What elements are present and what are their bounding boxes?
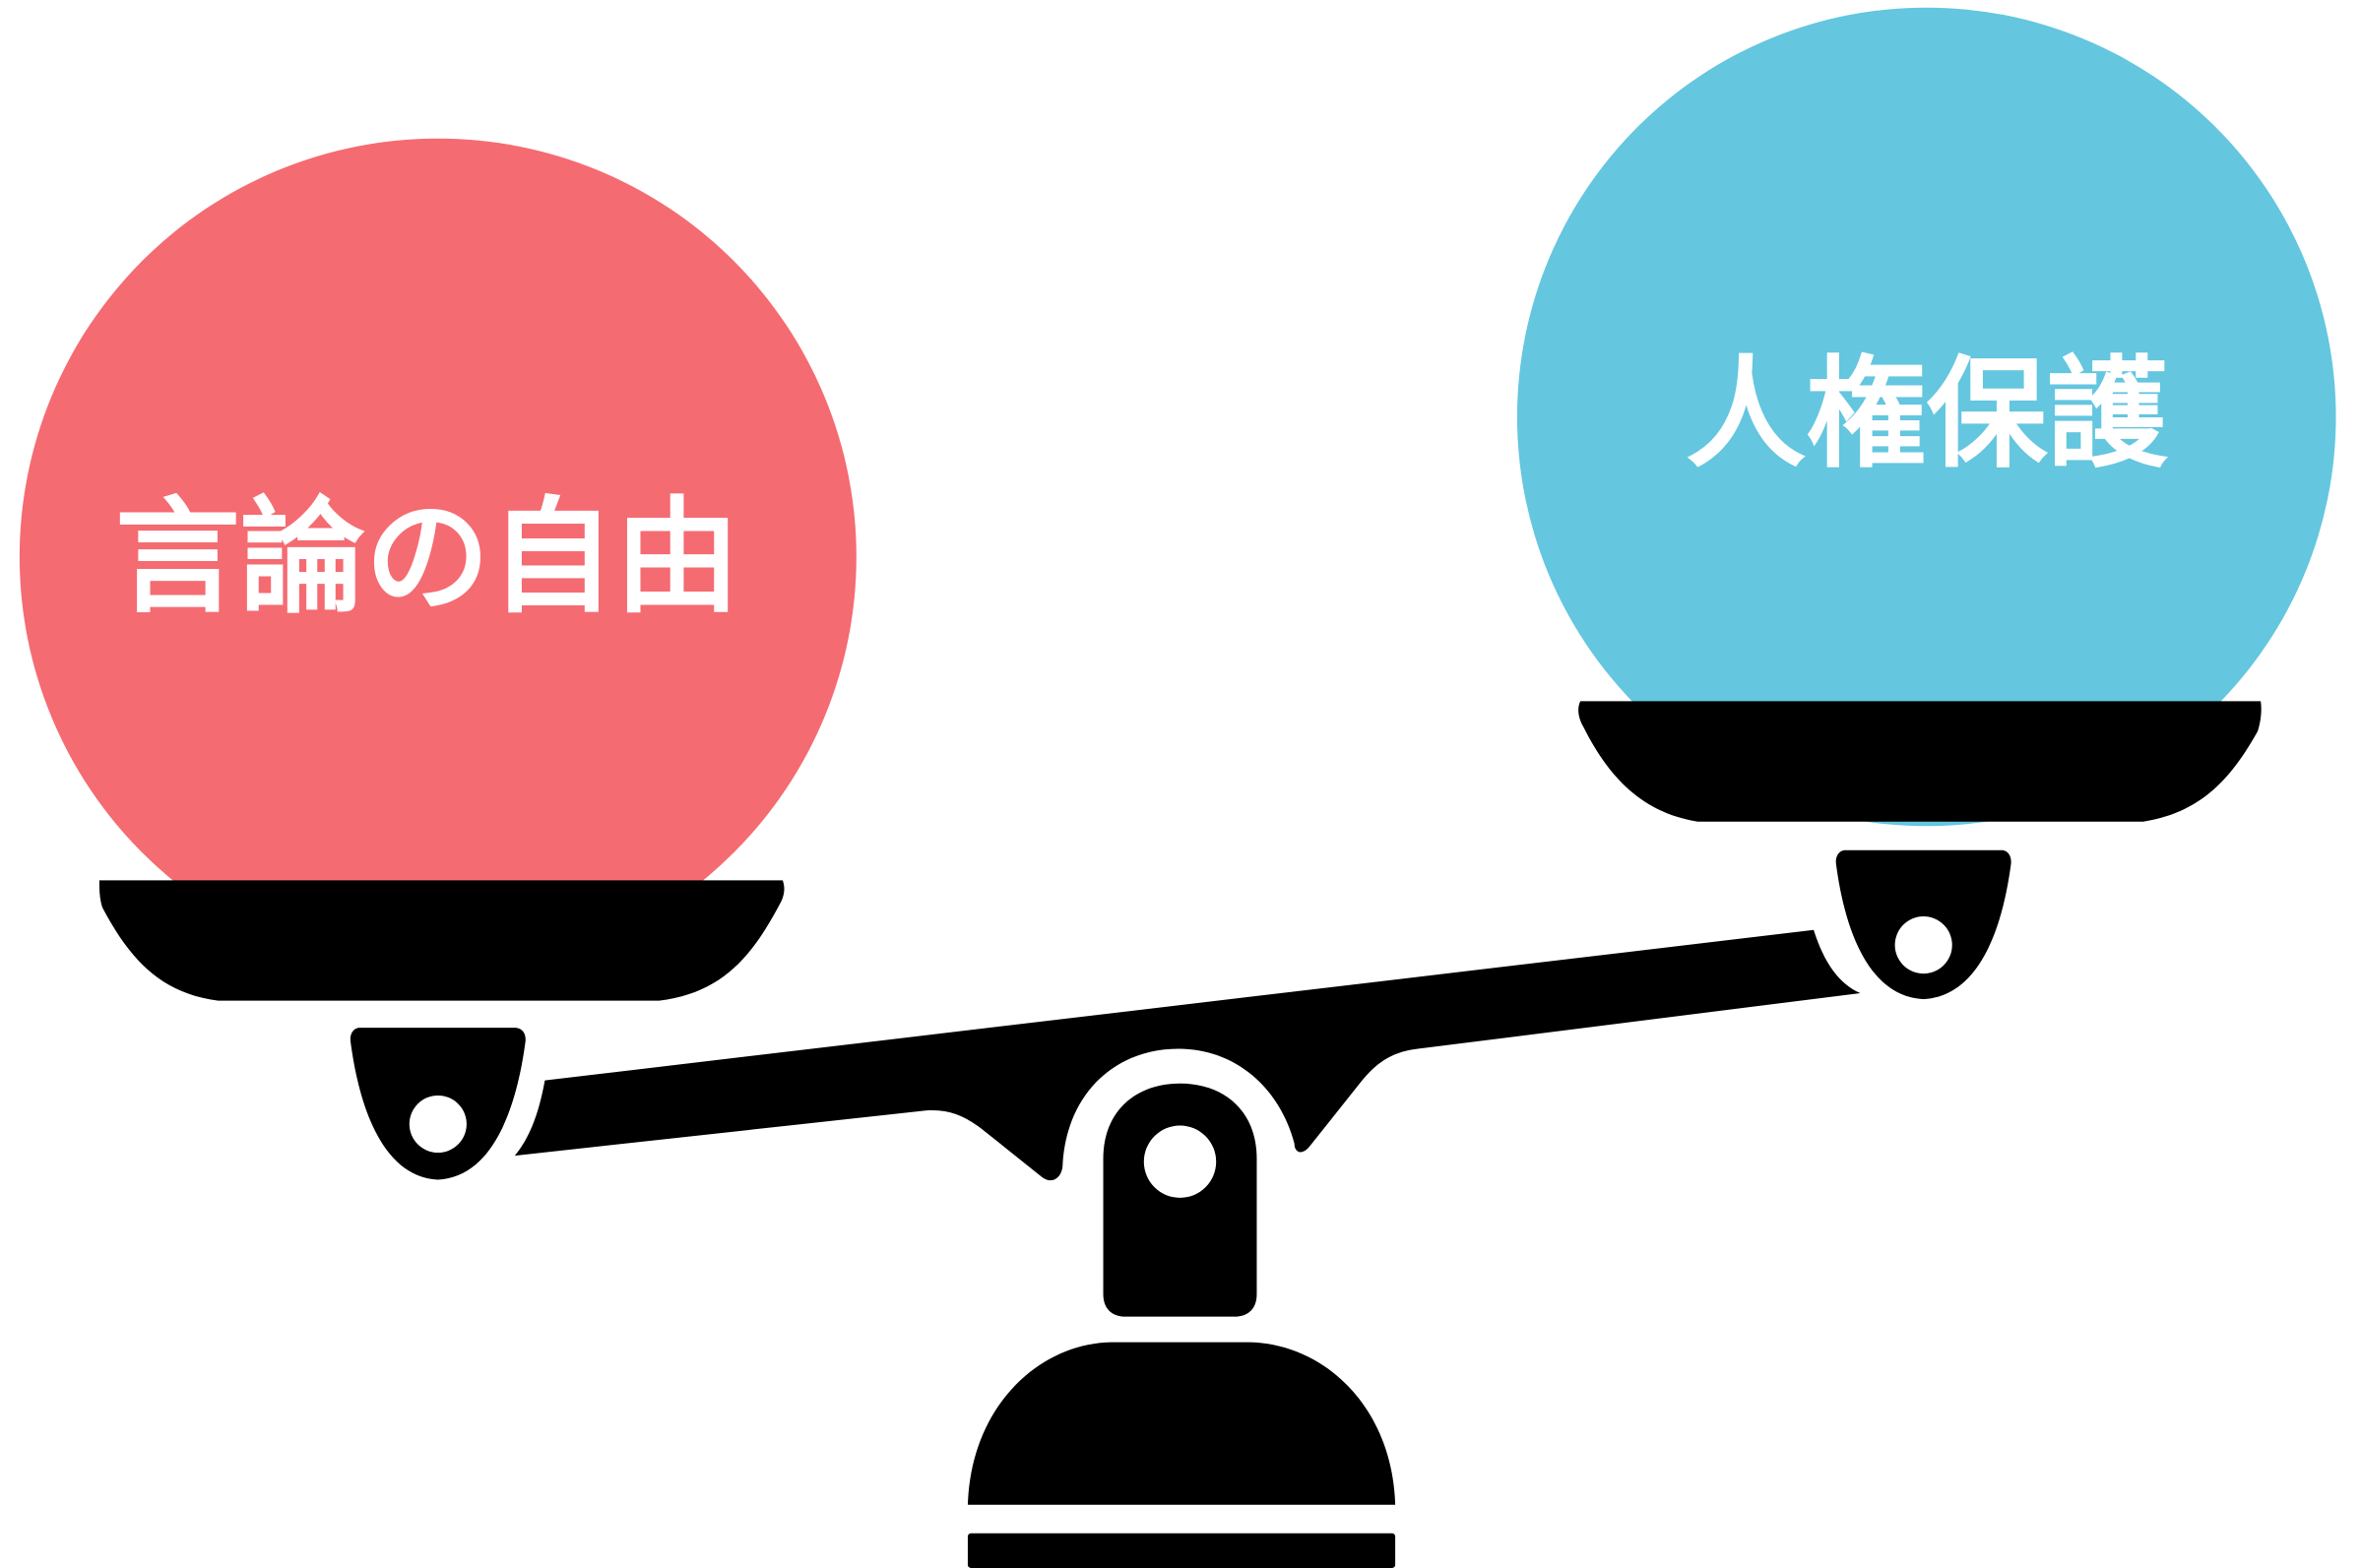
central-post-body	[1103, 1083, 1257, 1317]
pivot-hole	[1143, 1125, 1217, 1198]
left-hanger	[350, 1028, 526, 1180]
left-ball-label: 言論の自由	[115, 484, 739, 630]
left-pan	[98, 880, 785, 1001]
scale-base-plate	[967, 1533, 1396, 1568]
right-ball: 人権保護	[1516, 7, 2336, 827]
left-ball: 言論の自由	[19, 138, 857, 975]
right-hanger	[1835, 849, 2011, 1000]
right-hanger-hole	[1894, 916, 1952, 974]
left-ball-circle	[19, 138, 857, 975]
central-post	[1103, 1083, 1257, 1317]
balance-scale	[98, 701, 2262, 1568]
scale-base-dome	[967, 1342, 1396, 1505]
right-ball-label: 人権保護	[1686, 344, 2168, 484]
left-hanger-hole	[409, 1095, 467, 1154]
scale-beam	[514, 929, 1861, 1181]
right-ball-circle	[1516, 7, 2336, 827]
right-pan	[1578, 701, 2262, 822]
